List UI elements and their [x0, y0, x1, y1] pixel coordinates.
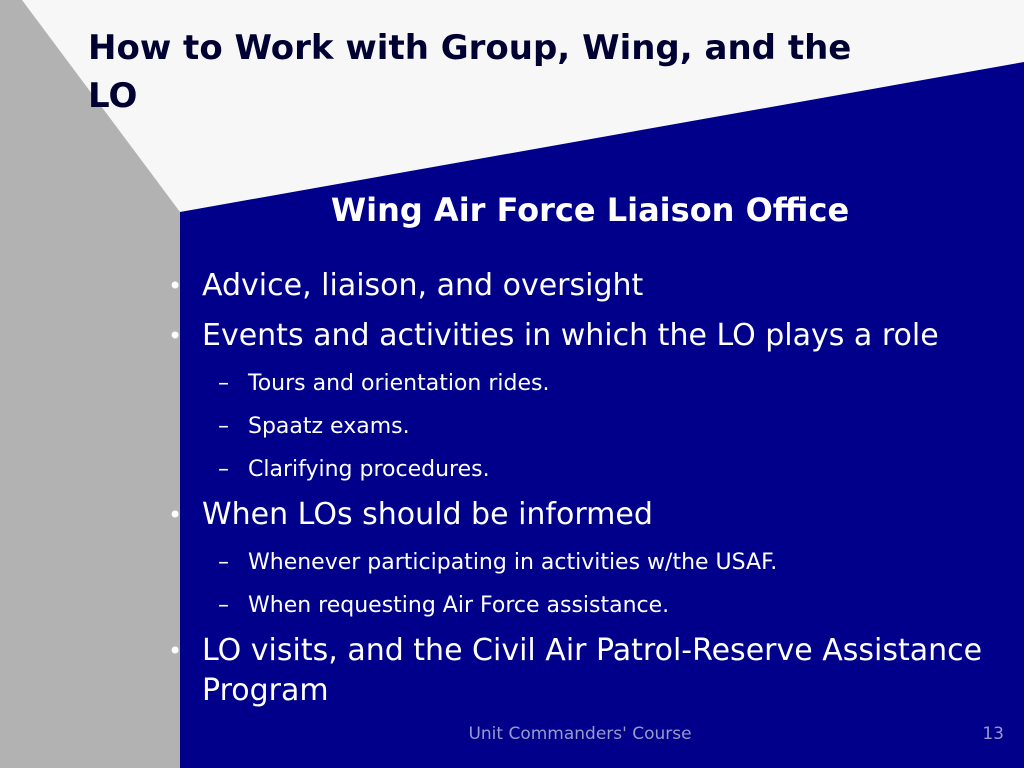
bullet-item: • When LOs should be informed [164, 495, 1014, 535]
page-number: 13 [982, 724, 1004, 744]
slide-footer: Unit Commanders' Course [468, 724, 692, 744]
sub-bullet-item: –Tours and orientation rides. [164, 369, 1014, 399]
bullet-item: • LO visits, and the Civil Air Patrol-Res… [164, 631, 1014, 711]
bullet-dot-icon: • [168, 272, 183, 300]
sub-bullet-text: Tours and orientation rides. [248, 371, 550, 396]
sub-bullet-item: –When requesting Air Force assistance. [164, 591, 1014, 621]
bullet-list: • Advice, liaison, and oversight • Events … [164, 266, 1014, 711]
bullet-dot-icon: • [168, 322, 183, 350]
sub-bullet-text: Whenever participating in activities w/t… [248, 550, 778, 575]
bullet-text: LO visits, and the Civil Air Patrol-Rese… [202, 633, 983, 708]
dash-icon: – [218, 593, 229, 618]
dash-icon: – [218, 550, 229, 575]
bullet-item: • Events and activities in which the LO p… [164, 316, 1014, 356]
sub-bullet-text: When requesting Air Force assistance. [248, 593, 670, 618]
sub-bullet-text: Spaatz exams. [248, 414, 410, 439]
bullet-dot-icon: • [168, 501, 183, 529]
dash-icon: – [218, 457, 229, 482]
sub-bullet-item: –Whenever participating in activities w/… [164, 548, 1014, 578]
dash-icon: – [218, 371, 229, 396]
slide-title: How to Work with Group, Wing, and the LO [88, 28, 852, 116]
sub-bullet-item: –Spaatz exams. [164, 412, 1014, 442]
bullet-dot-icon: • [168, 637, 183, 665]
dash-icon: – [218, 414, 229, 439]
sub-bullet-item: –Clarifying procedures. [164, 455, 1014, 485]
bullet-text: When LOs should be informed [202, 497, 653, 532]
bullet-item: • Advice, liaison, and oversight [164, 266, 1014, 306]
bullet-text: Events and activities in which the LO pl… [202, 318, 939, 353]
background-navy-panel [180, 62, 1024, 768]
bullet-text: Advice, liaison, and oversight [202, 268, 644, 303]
sub-bullet-text: Clarifying procedures. [248, 457, 490, 482]
slide-subtitle: Wing Air Force Liaison Office [330, 191, 850, 229]
background-gray-panel [0, 0, 180, 768]
